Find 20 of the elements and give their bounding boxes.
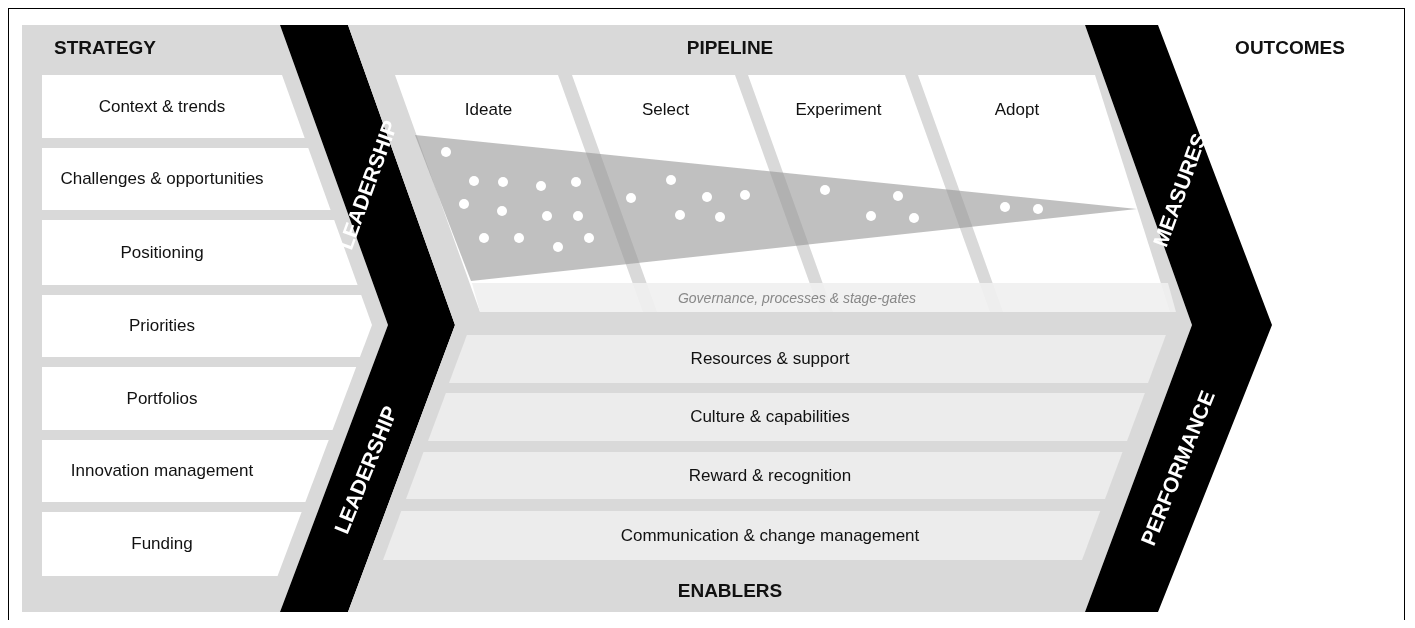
item-label: Context & trends [98,96,226,117]
item-label: Portfolios [126,388,198,409]
item-label: Experiment [795,100,882,120]
item-label: Ideate [464,100,513,120]
item-label: Communication & change management [620,525,920,546]
item-label: Funding [131,534,193,554]
item-label: Select [641,100,690,120]
item-label: Resources & support [690,349,850,369]
item-label: Challenges & opportunities [60,169,264,189]
item-label: Governance, processes & stage-gates [677,290,917,306]
panel-title: STRATEGY [54,37,156,59]
panel-title: PIPELINE [686,37,774,59]
item-label: Priorities [128,316,196,336]
item-label: Adopt [994,100,1040,120]
item-label: Innovation management [70,461,254,481]
heading: OUTCOMES [1235,37,1345,59]
panel-title: ENABLERS [677,580,783,602]
item-label: Positioning [120,242,204,263]
item-label: Culture & capabilities [690,407,850,427]
item-label: Reward & recognition [688,465,852,486]
